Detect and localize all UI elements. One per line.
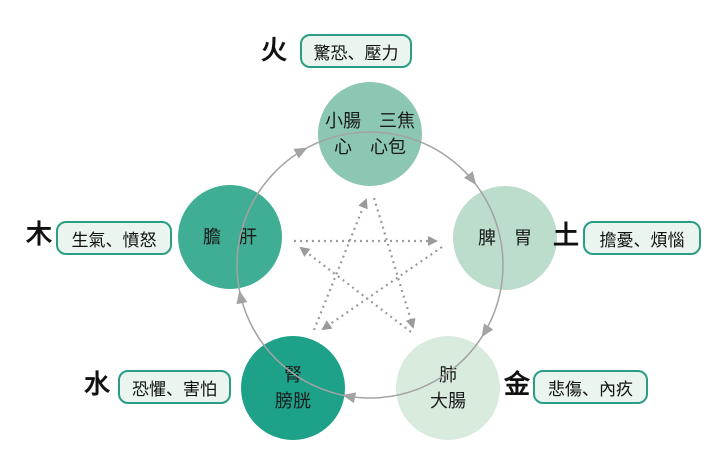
metal-organs-line2: 大腸 [430,391,466,411]
wood-emotion-box: 生氣、憤怒 [56,221,172,255]
controlling-arrow-water-to-fire-icon [312,198,368,331]
fire-organs-line2: 心 心包 [334,137,406,157]
fire-element-label: 火 [261,35,288,65]
generating-arrow-earth-to-metal-icon [481,323,494,338]
controlling-arrow-metal-to-wood-icon [299,246,412,333]
fire-organs-line1: 小腸 三焦 [325,111,415,131]
metal-organs-circle: 肺 大腸 [396,336,500,440]
controlling-arrow-earth-to-water-icon [321,246,443,331]
fire-emotion-box: 驚恐、壓力 [300,34,412,68]
water-organs-line2: 膀胱 [275,391,311,411]
earth-organs-circle: 脾 胃 [453,186,557,290]
metal-emotion-box: 悲傷、內疚 [533,370,648,404]
water-organs-circle: 腎 膀胱 [241,336,345,440]
earth-emotion-box: 擔憂、煩惱 [583,221,701,255]
controlling-arrow-fire-to-metal-icon [372,197,416,329]
water-element-label: 水 [84,369,111,399]
earth-organs-line1: 脾 胃 [478,228,532,248]
water-organs-line1: 腎 [284,365,302,385]
metal-organs-line1: 肺 [439,365,457,385]
generating-arrow-water-to-wood-icon [236,290,248,305]
wood-organs-circle: 膽 肝 [178,185,282,289]
generating-arrow-fire-to-earth-icon [463,171,477,185]
wood-element-label: 木 [26,219,53,249]
wood-organs-line1: 膽 肝 [203,227,257,247]
earth-element-label: 土 [553,220,580,250]
generating-arrow-wood-to-fire-icon [293,147,308,159]
fire-organs-circle: 小腸 三焦 心 心包 [318,82,422,186]
water-emotion-box: 恐懼、害怕 [118,370,231,404]
metal-element-label: 金 [504,369,531,399]
